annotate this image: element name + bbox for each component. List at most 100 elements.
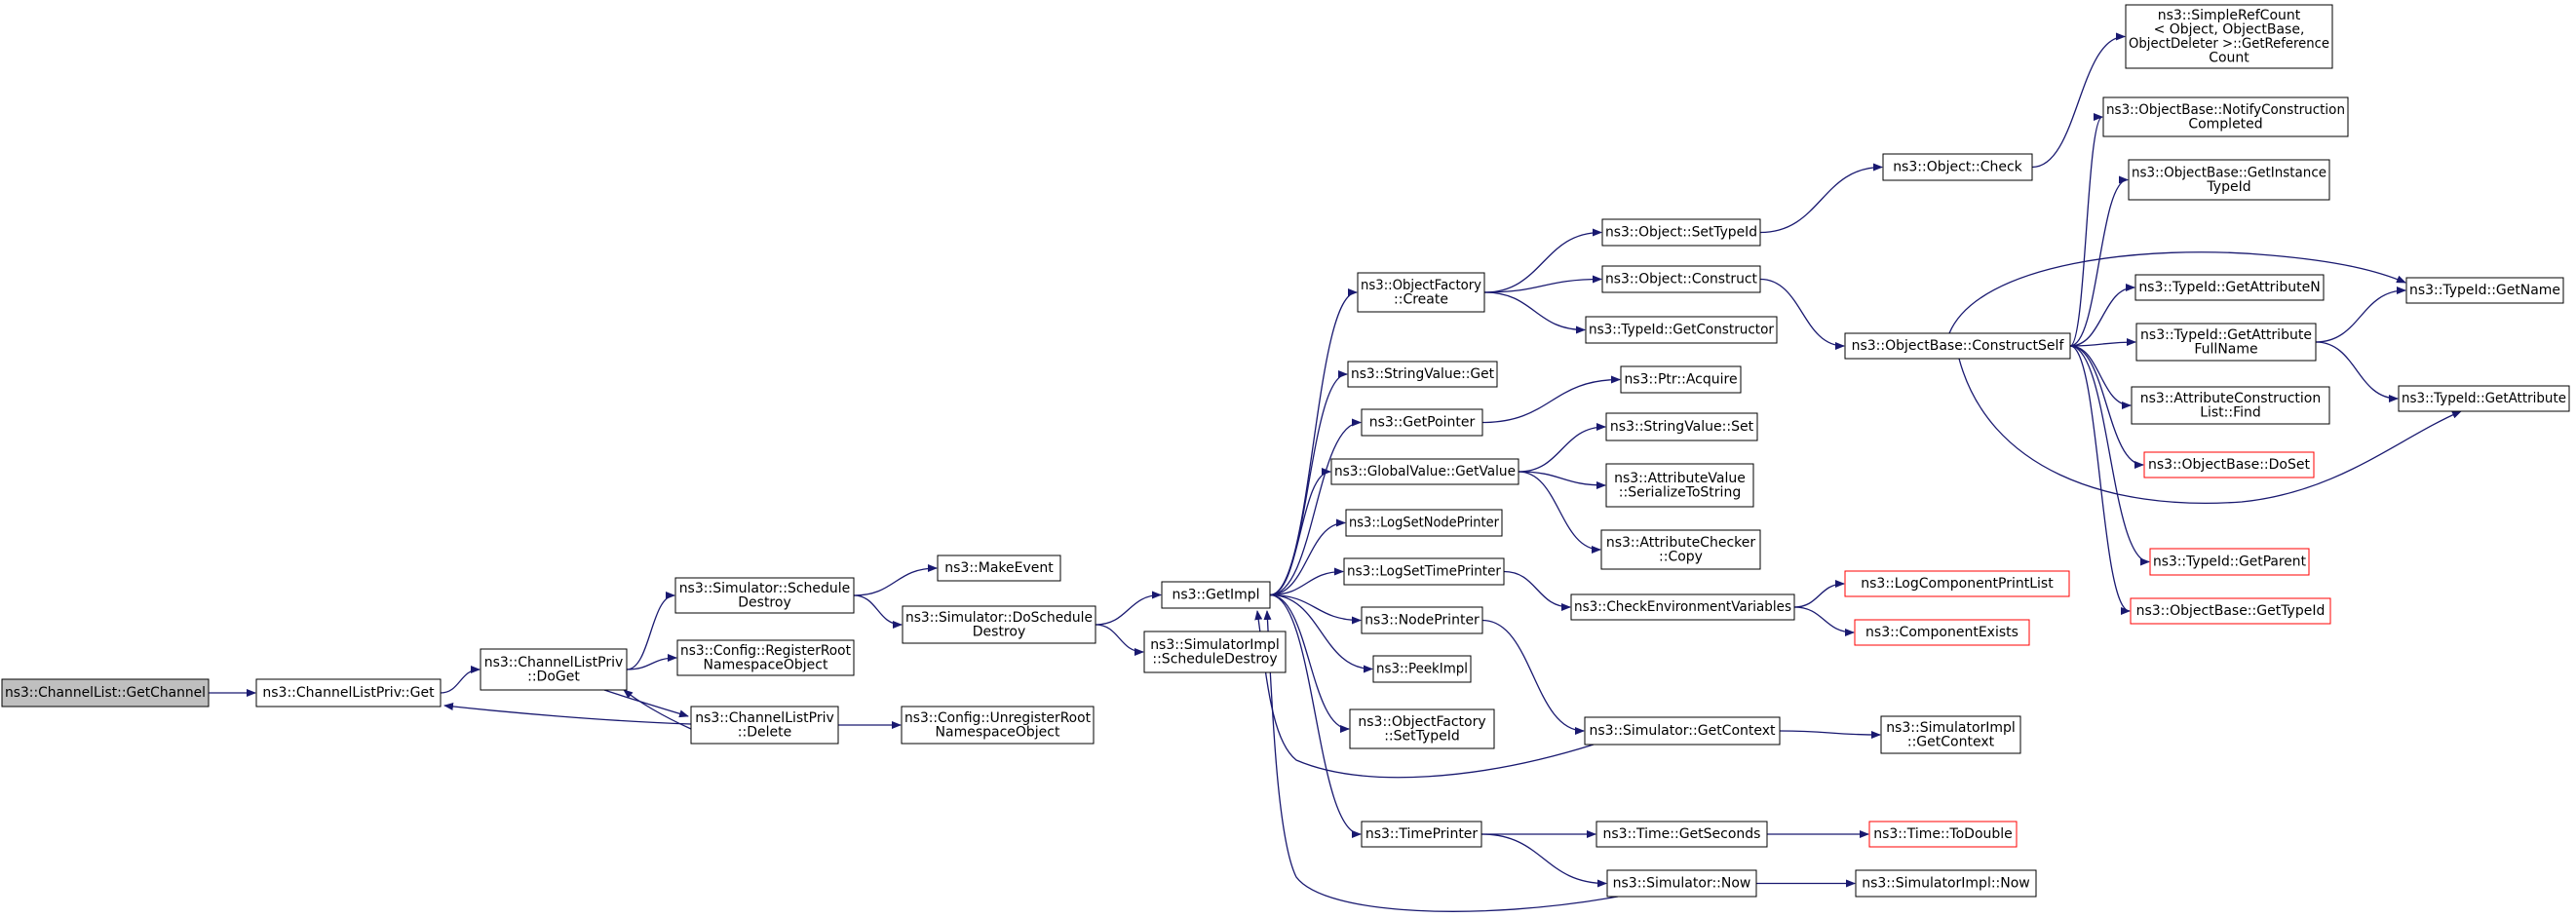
node-label: ns3::TypeId::GetAttributeN	[2138, 280, 2320, 295]
graph-node[interactable]: ns3::StringValue::Set	[1605, 412, 1758, 441]
edge-n13-to-n24	[1481, 375, 1621, 424]
graph-node[interactable]: ns3::LogComponentPrintList	[1844, 570, 2070, 597]
edge-n2-to-n3	[603, 689, 689, 718]
graph-node[interactable]: ns3::ChannelListPriv::Get	[255, 678, 442, 708]
node-label: ns3::Config::RegisterRoot	[680, 643, 851, 659]
node-label: ns3::ChannelList::GetChannel	[5, 685, 206, 701]
graph-node[interactable]: ns3::LogSetTimePrinter	[1343, 557, 1505, 586]
graph-node[interactable]: ns3::SimulatorImpl::ScheduleDestroy	[1143, 631, 1287, 673]
graph-node[interactable]: ns3::TypeId::GetAttributeN	[2134, 274, 2325, 301]
graph-node[interactable]: ns3::GetImpl	[1161, 581, 1271, 609]
graph-node[interactable]: ns3::AttributeValue::SerializeToString	[1605, 463, 1754, 508]
graph-node[interactable]: ns3::Simulator::ScheduleDestroy	[674, 577, 855, 614]
node-label: ns3::SimulatorImpl	[1886, 720, 2016, 736]
graph-node[interactable]: ns3::CheckEnvironmentVariables	[1570, 593, 1795, 621]
node-label: ns3::GetPointer	[1369, 415, 1476, 431]
node-box	[2405, 277, 2564, 304]
graph-node[interactable]: ns3::ChannelList::GetChannel	[1, 678, 210, 708]
graph-node[interactable]: ns3::TimePrinter	[1361, 821, 1482, 848]
graph-node[interactable]: ns3::ChannelListPriv::DoGet	[480, 648, 628, 691]
graph-node[interactable]: ns3::ObjectFactory::Create	[1357, 272, 1485, 313]
graph-node[interactable]: ns3::ChannelListPriv::Delete	[690, 706, 839, 745]
edge-n11-to-n21	[1483, 228, 1602, 293]
graph-node[interactable]: ns3::Object::Check	[1882, 153, 2033, 181]
node-box	[1, 678, 210, 708]
node-label: NamespaceObject	[704, 657, 828, 672]
graph-node[interactable]: ns3::PeekImpl	[1372, 655, 1472, 683]
edge-n14-to-n26	[1518, 471, 1606, 489]
node-label: ns3::LogSetTimePrinter	[1347, 564, 1501, 580]
node-label: ns3::Time::GetSeconds	[1603, 826, 1761, 842]
node-label: ns3::ObjectBase::NotifyConstruction	[2106, 102, 2345, 118]
node-label: ::GetContext	[1907, 734, 1995, 749]
node-box	[1372, 655, 1472, 683]
edge-n8-to-n10	[1095, 624, 1144, 656]
graph-node[interactable]: ns3::ObjectBase::DoSet	[2143, 451, 2315, 478]
graph-node[interactable]: ns3::Simulator::Now	[1606, 869, 1757, 898]
graph-node[interactable]: ns3::SimpleRefCount< Object, ObjectBase,…	[2125, 4, 2333, 69]
node-label: ns3::TypeId::GetConstructor	[1589, 323, 1774, 338]
node-label: ns3::SimulatorImpl::Now	[1862, 876, 2030, 892]
edge-layer	[209, 32, 2462, 912]
graph-node[interactable]: ns3::Config::UnregisterRootNamespaceObje…	[901, 706, 1095, 745]
graph-node[interactable]: ns3::Object::SetTypeId	[1601, 218, 1761, 247]
node-label: ns3::ObjectFactory	[1361, 278, 1481, 293]
graph-node[interactable]: ns3::SimulatorImpl::Now	[1855, 869, 2037, 898]
edge-n28-to-n35	[1793, 606, 1855, 636]
node-box-truncated	[1868, 821, 2018, 848]
graph-node[interactable]: ns3::MakeEvent	[937, 555, 1061, 582]
graph-node[interactable]: ns3::ObjectFactory::SetTypeId	[1349, 708, 1495, 749]
edge-n14-to-n25	[1518, 423, 1606, 473]
graph-node[interactable]: ns3::NodePrinter	[1361, 606, 1483, 634]
graph-node[interactable]: ns3::TypeId::GetAttribute	[2398, 385, 2570, 412]
graph-node[interactable]: ns3::TypeId::GetParent	[2149, 548, 2310, 576]
node-label: ns3::AttributeChecker	[1606, 535, 1756, 551]
edge-n33-to-n42	[2069, 284, 2135, 347]
node-box	[2128, 159, 2330, 201]
edge-n33-to-n43	[2069, 338, 2136, 347]
graph-node[interactable]: ns3::ObjectBase::ConstructSelf	[1844, 332, 2071, 360]
node-box	[1601, 218, 1761, 247]
edge-n33-to-n49	[1958, 358, 2462, 504]
node-label: ns3::StringValue::Get	[1351, 366, 1494, 382]
node-box	[1844, 332, 2071, 360]
graph-node[interactable]: ns3::TypeId::GetConstructor	[1585, 316, 1778, 344]
graph-node[interactable]: ns3::ComponentExists	[1854, 619, 2030, 646]
node-box	[1606, 869, 1757, 898]
node-label: ns3::ObjectBase::DoSet	[2148, 457, 2310, 473]
edge-n21-to-n32	[1759, 163, 1883, 234]
graph-node[interactable]: ns3::Time::GetSeconds	[1596, 821, 1768, 848]
edge-n29-to-n9	[1254, 610, 1595, 779]
node-label: ::Delete	[738, 724, 791, 740]
node-box	[2134, 274, 2325, 301]
graph-node[interactable]: ns3::ObjectBase::NotifyConstructionCompl…	[2102, 96, 2349, 137]
graph-node[interactable]: ns3::SimulatorImpl::GetContext	[1880, 715, 2021, 754]
node-box	[1855, 869, 2037, 898]
graph-node[interactable]: ns3::LogSetNodePrinter	[1345, 509, 1503, 537]
node-label: ns3::TypeId::GetAttribute	[2140, 327, 2312, 343]
graph-node[interactable]: ns3::ObjectBase::GetTypeId	[2130, 597, 2331, 625]
edge-n11-to-n23	[1483, 291, 1586, 334]
edge-n9-to-n15	[1269, 518, 1346, 596]
graph-node[interactable]: ns3::StringValue::Get	[1347, 361, 1498, 388]
node-label: ns3::GetImpl	[1172, 588, 1259, 603]
edge-n17-to-n29	[1481, 619, 1585, 735]
graph-node[interactable]: ns3::TypeId::GetName	[2405, 277, 2564, 304]
graph-node[interactable]: ns3::Time::ToDouble	[1868, 821, 2018, 848]
node-box	[1361, 606, 1483, 634]
edge-n8-to-n9	[1095, 591, 1162, 626]
graph-node[interactable]: ns3::GetPointer	[1361, 408, 1483, 437]
graph-node[interactable]: ns3::AttributeChecker::Copy	[1600, 529, 1761, 570]
edge-n3-to-n2	[623, 689, 692, 730]
edge-n16-to-n28	[1503, 570, 1571, 611]
graph-node[interactable]: ns3::Object::Construct	[1601, 265, 1761, 293]
graph-node[interactable]: ns3::GlobalValue::GetValue	[1330, 458, 1519, 485]
graph-node[interactable]: ns3::Simulator::GetContext	[1584, 716, 1781, 746]
graph-node[interactable]: ns3::Ptr::Acquire	[1620, 365, 1742, 394]
node-label: ns3::StringValue::Set	[1610, 419, 1754, 435]
